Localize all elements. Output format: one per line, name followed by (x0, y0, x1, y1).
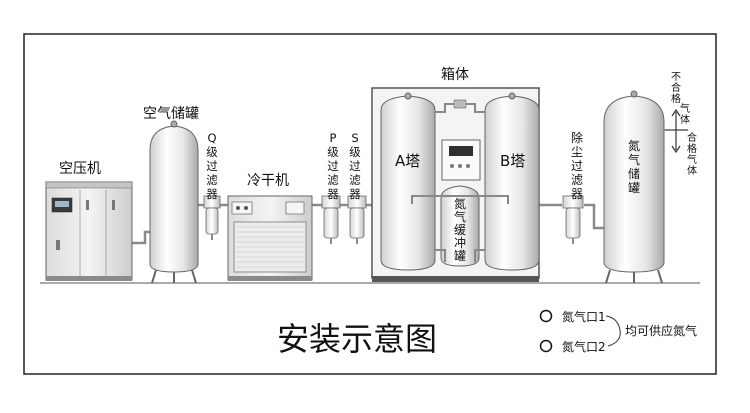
svg-text:氮: 氮 (628, 138, 640, 153)
tower-b-label: B塔 (500, 152, 525, 170)
svg-text:格: 格 (671, 92, 681, 105)
svg-text:器: 器 (571, 187, 583, 201)
svg-text:罐: 罐 (454, 249, 466, 263)
svg-text:冲: 冲 (454, 235, 466, 250)
qualified-gas-label: 合 格 气 体 (687, 131, 697, 177)
dryer-label: 冷干机 (247, 173, 289, 189)
compressor-label: 空压机 (59, 161, 101, 177)
dust-filter-label: 除 尘 过 滤 器 (571, 130, 583, 201)
both-supply-label: 均可供应氮气 (625, 323, 697, 338)
outlet2-label: 氮气口2 (562, 339, 606, 354)
air-tank-label: 空气储罐 (143, 106, 199, 122)
air-storage-tank (149, 120, 199, 284)
svg-text:Q: Q (207, 131, 216, 145)
svg-text:体: 体 (680, 114, 690, 126)
outer-frame (23, 33, 717, 375)
svg-text:器: 器 (327, 187, 339, 201)
dust-filter (562, 195, 584, 244)
q-filter (203, 195, 221, 240)
nitrogen-generator-cabinet (371, 87, 540, 282)
q-filter-label: Q 级 过 滤 器 (206, 131, 218, 201)
svg-text:级: 级 (349, 145, 361, 159)
svg-text:除: 除 (571, 130, 583, 145)
outlet1-marker (539, 309, 553, 323)
p-filter-label: P 级 过 滤 器 (327, 131, 339, 201)
svg-text:过: 过 (349, 159, 361, 173)
svg-text:体: 体 (687, 165, 697, 177)
p-filter (321, 195, 341, 244)
outlet2-marker (539, 339, 553, 353)
svg-text:合: 合 (671, 81, 681, 94)
svg-text:滤: 滤 (349, 173, 361, 187)
n2-tank-label: 氮 气 储 罐 (628, 138, 640, 195)
refrigerated-dryer (227, 195, 313, 281)
svg-text:不: 不 (671, 72, 681, 83)
svg-text:格: 格 (687, 142, 697, 155)
cabinet-label: 箱体 (441, 67, 469, 83)
svg-text:过: 过 (206, 159, 218, 173)
svg-text:过: 过 (571, 159, 583, 173)
svg-text:P: P (330, 131, 337, 145)
svg-text:器: 器 (206, 187, 218, 201)
svg-text:储: 储 (628, 166, 640, 181)
air-compressor (45, 181, 133, 281)
svg-text:氮: 氮 (454, 196, 466, 211)
buffer-tank-label: 氮 气 缓 冲 罐 (454, 196, 466, 263)
svg-text:合: 合 (687, 131, 697, 144)
svg-text:级: 级 (327, 145, 339, 159)
outlet1-label: 氮气口1 (562, 309, 606, 324)
svg-text:气: 气 (680, 102, 690, 115)
svg-text:气: 气 (454, 209, 466, 224)
svg-text:级: 级 (206, 145, 218, 159)
svg-text:罐: 罐 (628, 181, 640, 195)
svg-text:滤: 滤 (206, 173, 218, 187)
gas-outlet-arrows (671, 108, 688, 154)
svg-text:气: 气 (687, 153, 697, 166)
svg-text:滤: 滤 (571, 173, 583, 187)
diagram-title: 安装示意图 (277, 320, 437, 358)
s-filter (347, 195, 367, 244)
svg-text:缓: 缓 (454, 223, 466, 237)
svg-text:尘: 尘 (571, 145, 583, 159)
outlet-brace (605, 315, 621, 347)
svg-text:气: 气 (628, 152, 640, 167)
svg-text:滤: 滤 (327, 173, 339, 187)
svg-text:S: S (351, 131, 358, 145)
nitrogen-storage-tank (603, 90, 676, 284)
piping (130, 203, 604, 245)
reject-gas-label: 不 合 格 气 体 (671, 72, 690, 126)
svg-text:过: 过 (327, 159, 339, 173)
s-filter-label: S 级 过 滤 器 (349, 131, 361, 201)
tower-a-label: A塔 (395, 152, 420, 170)
svg-text:器: 器 (349, 187, 361, 201)
